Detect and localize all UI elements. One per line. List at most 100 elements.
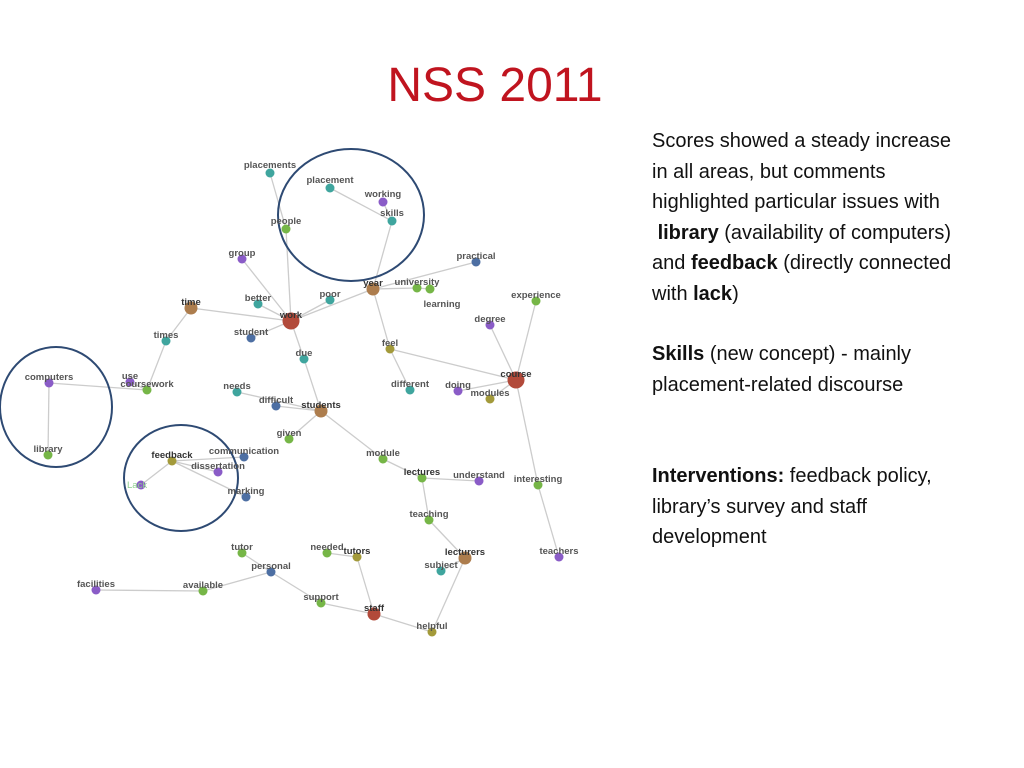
node-given: given (277, 428, 302, 444)
node-dot-teachers (554, 552, 564, 562)
edge-course-doing (457, 379, 517, 392)
node-dot-placements (265, 168, 275, 178)
node-label-subject: subject (424, 560, 458, 571)
edge-year-practical (372, 261, 477, 290)
edge-placement-skills (329, 187, 393, 222)
node-communication: communication (209, 446, 279, 462)
node-dot-work (282, 312, 300, 330)
node-label-understand: understand (453, 470, 505, 481)
node-dot-degree (485, 320, 495, 330)
node-dot-better (253, 299, 263, 309)
node-label-dissertation: dissertation (191, 461, 245, 472)
node-difficult: difficult (259, 395, 294, 411)
node-dot-students (314, 404, 328, 418)
node-year: year (363, 278, 383, 296)
node-teaching: teaching (409, 509, 449, 525)
paragraph-skills: Skills (new concept) - mainly placement-… (652, 339, 952, 400)
node-dot-people (281, 224, 291, 234)
node-label-module: module (366, 448, 400, 459)
node-available: available (183, 580, 223, 596)
node-course: course (500, 369, 532, 389)
node-dot-modules (485, 394, 495, 404)
node-dot-course (507, 371, 525, 389)
node-dot-library (43, 450, 53, 460)
node-tutor: tutor (231, 542, 253, 558)
edge-students-module (320, 410, 384, 460)
node-dot-available (198, 586, 208, 596)
issues-mid-text: (availability of computers) and (652, 221, 952, 275)
node-label-tutors: tutors (344, 546, 371, 557)
node-label-difficult: difficult (259, 395, 294, 406)
edge-year-university (372, 287, 418, 290)
node-staff: staff (364, 603, 385, 621)
node-label-teaching: teaching (409, 509, 448, 520)
node-label-helpful: helpful (416, 621, 447, 632)
node-doing: doing (445, 380, 471, 396)
node-use: use (122, 371, 138, 387)
node-dot-lack (136, 480, 146, 490)
node-interesting: interesting (514, 474, 562, 490)
node-personal: personal (251, 561, 291, 577)
highlight-circle-layer (0, 148, 425, 532)
node-dot-use (125, 377, 135, 387)
edge-time-work (190, 307, 292, 322)
node-teachers: teachers (539, 546, 579, 562)
node-label-lecturers: lecturers (445, 547, 485, 558)
node-dot-different (405, 385, 415, 395)
edge-feedback-dissertation (171, 460, 219, 473)
node-dot-given (284, 434, 294, 444)
node-label-computers: computers (25, 372, 74, 383)
node-dissertation: dissertation (191, 461, 245, 477)
node-label-poor: poor (319, 289, 340, 300)
node-helpful: helpful (416, 621, 448, 637)
node-label-library: library (33, 444, 63, 455)
node-placement: placement (307, 175, 355, 193)
node-label-placements: placements (244, 160, 296, 171)
node-placements: placements (244, 160, 296, 178)
edge-people-work (285, 228, 292, 322)
edge-feel-course (389, 348, 517, 381)
node-label-tutor: tutor (231, 542, 253, 553)
node-dot-subject (436, 566, 446, 576)
highlight-circle-feedback (123, 424, 239, 532)
keyword-library: library (657, 221, 719, 244)
node-dot-needs (232, 387, 242, 397)
node-dot-placement (325, 183, 335, 193)
keyword-lack: lack (693, 282, 733, 305)
node-label-times: times (154, 330, 179, 341)
node-subject: subject (424, 560, 458, 576)
node-dot-year (366, 282, 380, 296)
node-dot-tutor (237, 548, 247, 558)
node-label-facilities: facilities (77, 579, 115, 590)
node-modules: modules (470, 388, 510, 404)
edge-year-work (290, 288, 374, 322)
node-label-feedback: feedback (151, 450, 193, 461)
edge-feedback-communication (171, 456, 245, 462)
node-label-use: use (122, 371, 138, 382)
edge-feedback-marking (171, 460, 247, 498)
node-dot-feedback (167, 456, 177, 466)
node-dot-doing (453, 386, 463, 396)
node-label-placement: placement (307, 175, 355, 186)
edge-personal-available (202, 571, 272, 592)
edge-year-feel (372, 288, 391, 350)
node-dot-facilities (91, 585, 101, 595)
node-label-needed: needed (310, 542, 343, 553)
keyword-feedback: feedback (690, 252, 778, 274)
node-tutors: tutors (344, 546, 371, 562)
node-lecturers: lecturers (445, 547, 485, 565)
node-label-people: people (271, 216, 302, 227)
node-label-given: given (277, 428, 302, 439)
node-label-degree: degree (474, 314, 505, 325)
node-dot-poor (325, 295, 335, 305)
edge-course-interesting (515, 379, 539, 486)
commentary-panel: Scores showed a steady increase in all a… (652, 126, 952, 553)
node-dot-interesting (533, 480, 543, 490)
node-marking: marking (228, 486, 265, 502)
node-understand: understand (453, 470, 505, 486)
node-facilities: facilities (77, 579, 115, 595)
node-label-better: better (245, 293, 272, 304)
edge-personal-support (270, 571, 322, 604)
node-different: different (391, 379, 430, 395)
node-label-course: course (500, 369, 531, 380)
